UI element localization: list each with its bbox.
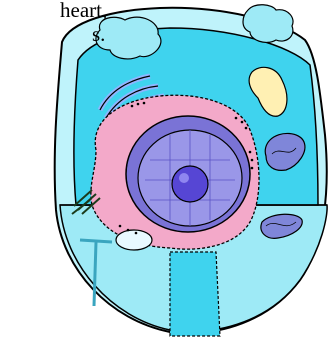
vesicle — [116, 230, 152, 250]
cytoskeleton-column — [170, 252, 220, 336]
nucleolus-highlight — [179, 173, 189, 183]
nucleolus — [172, 166, 208, 202]
